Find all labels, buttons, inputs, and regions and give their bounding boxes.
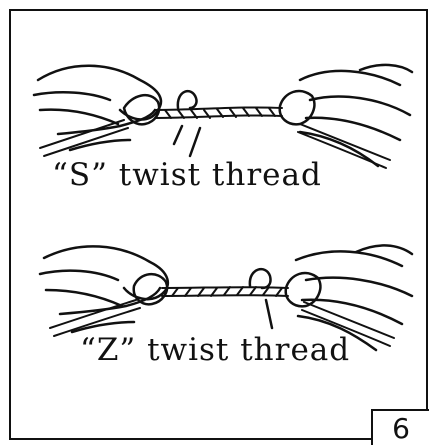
s-twist-panel: “S” twist thread (0, 40, 441, 240)
s-twist-caption: “S” twist thread (52, 157, 322, 193)
z-twist-caption: “Z” twist thread (80, 332, 351, 368)
z-twist-panel: “Z” twist thread (0, 230, 441, 430)
z-twist-illustration (38, 244, 414, 352)
diagram-frame (9, 9, 428, 440)
page-number: 6 (371, 409, 429, 445)
s-twist-illustration (32, 63, 414, 169)
